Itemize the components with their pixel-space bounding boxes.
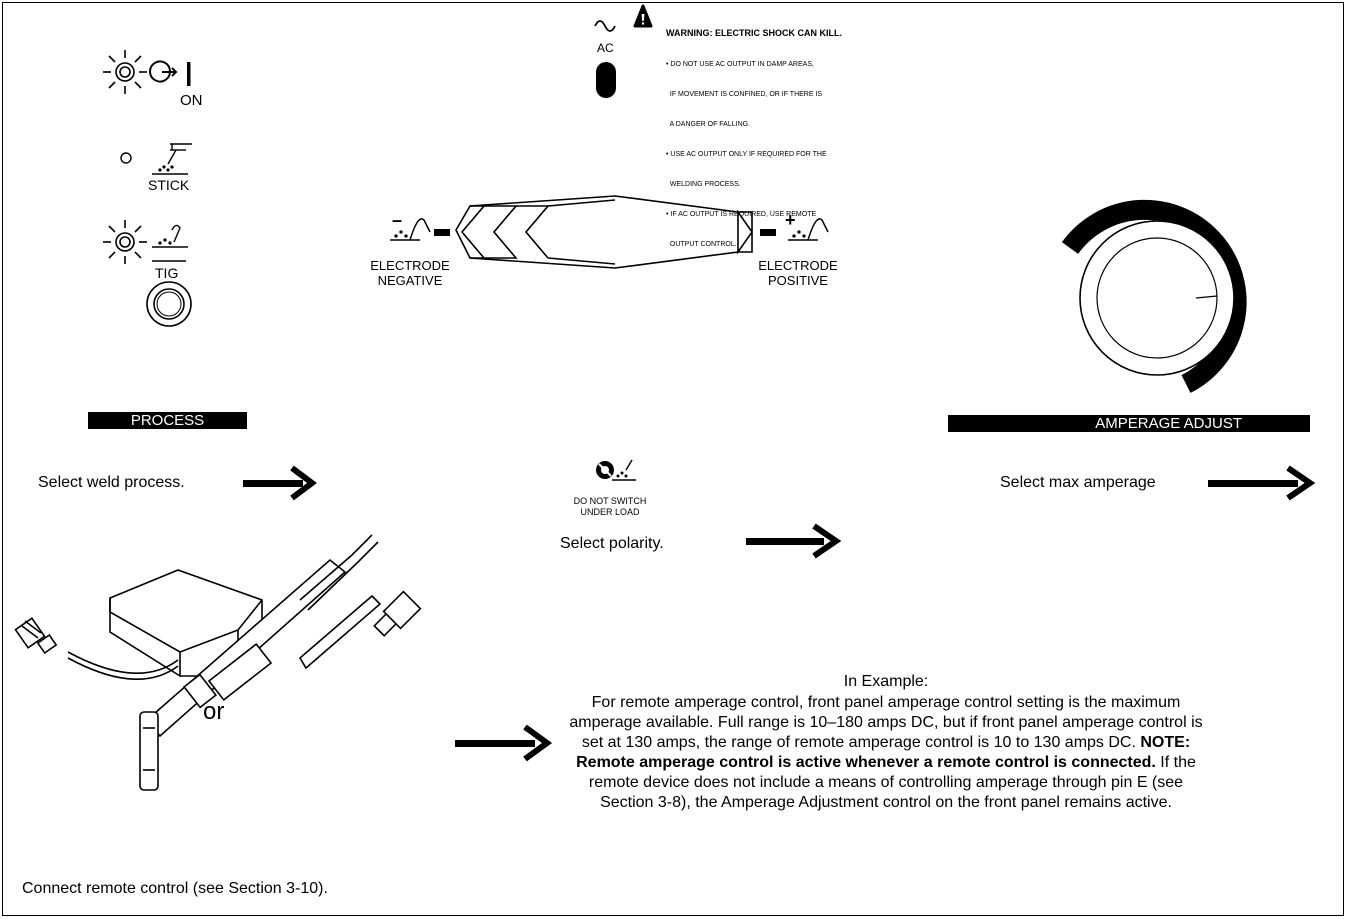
electrode-positive-label: ELECTRODE POSITIVE [748, 258, 848, 288]
torch-remote [139, 534, 422, 791]
remote-instruction: Connect remote control (see Section 3-10… [22, 880, 328, 897]
foot-pedal-remote [14, 569, 263, 680]
amperage-instruction: Select max amperage [1000, 474, 1156, 491]
tig-label: TIG [155, 265, 179, 281]
power-on-bar-icon [187, 62, 191, 86]
do-not-switch-icon [596, 459, 636, 481]
warning-line: WELDING PROCESS. [666, 181, 741, 188]
power-on-label: ON [180, 92, 203, 109]
electrode-positive-arc-icon [788, 218, 829, 241]
power-on-symbol-icon [149, 60, 178, 83]
caution-line1: DO NOT SWITCH [573, 496, 647, 506]
or-label: or [203, 698, 225, 725]
amperage-knob[interactable] [1061, 199, 1268, 393]
arrow-remote-icon [455, 724, 553, 762]
amperage-label-bar: AMPERAGE ADJUST [948, 415, 1310, 432]
arrow-process-icon [243, 465, 317, 501]
tig-torch-icon [152, 224, 188, 248]
warning-line: IF MOVEMENT IS CONFINED, OR IF THERE IS [666, 91, 823, 98]
example-text-2: If the remote device does not include a … [588, 754, 1196, 811]
stick-label: STICK [148, 177, 190, 193]
warning-line: • DO NOT USE AC OUTPUT IN DAMP AREAS, [666, 61, 814, 68]
warning-title: WARNING: ELECTRIC SHOCK CAN KILL. [666, 28, 842, 38]
warning-text: • DO NOT USE AC OUTPUT IN DAMP AREAS, IF… [666, 40, 827, 260]
electrode-positive-line1: ELECTRODE [758, 258, 838, 273]
polarity-switch-lever[interactable] [455, 195, 753, 269]
ac-sine-icon [594, 20, 616, 32]
electrode-positive-line2: POSITIVE [768, 273, 828, 288]
warning-line: • IF AC OUTPUT IS REQUIRED, USE REMOTE [666, 211, 817, 218]
power-light-icon [103, 50, 147, 94]
electrode-negative-line2: NEGATIVE [377, 273, 443, 288]
positive-sign: + [785, 210, 796, 230]
warning-triangle-icon [633, 4, 653, 28]
electrode-negative-label: ELECTRODE NEGATIVE [360, 258, 460, 288]
electrode-negative-line1: ELECTRODE [370, 258, 450, 273]
example-text-1: For remote amperage control, front panel… [569, 694, 1203, 751]
negative-sign: – [392, 210, 403, 230]
warning-line: OUTPUT CONTROL. [666, 241, 737, 248]
warning-line: A DANGER OF FALLING. [666, 121, 751, 128]
ac-label: AC [597, 41, 614, 55]
ac-switch-icon[interactable] [596, 62, 616, 98]
example-heading: In Example: [843, 673, 929, 690]
tig-light-icon [103, 220, 147, 264]
caution-label: DO NOT SWITCH UNDER LOAD [560, 496, 660, 518]
process-instruction: Select weld process. [38, 474, 185, 491]
stick-indicator-icon [120, 152, 132, 164]
example-paragraph: In Example: For remote amperage control,… [566, 672, 1206, 813]
polarity-instruction: Select polarity. [560, 535, 664, 552]
example-body: For remote amperage control, front panel… [566, 693, 1206, 813]
warning-line: • USE AC OUTPUT ONLY IF REQUIRED FOR THE [666, 151, 827, 158]
process-label-bar: PROCESS [88, 412, 247, 429]
positive-terminal-bar [760, 229, 776, 236]
stick-electrode-icon [152, 143, 192, 175]
arrow-amperage-icon [1208, 465, 1316, 501]
process-select-button[interactable] [146, 281, 192, 327]
example-note: NOTE: Remote amperage control is active … [576, 734, 1191, 771]
arrow-polarity-icon [746, 523, 842, 559]
caution-line2: UNDER LOAD [580, 507, 640, 517]
electrode-negative-arc-icon [390, 218, 431, 241]
negative-terminal-bar [434, 229, 450, 236]
